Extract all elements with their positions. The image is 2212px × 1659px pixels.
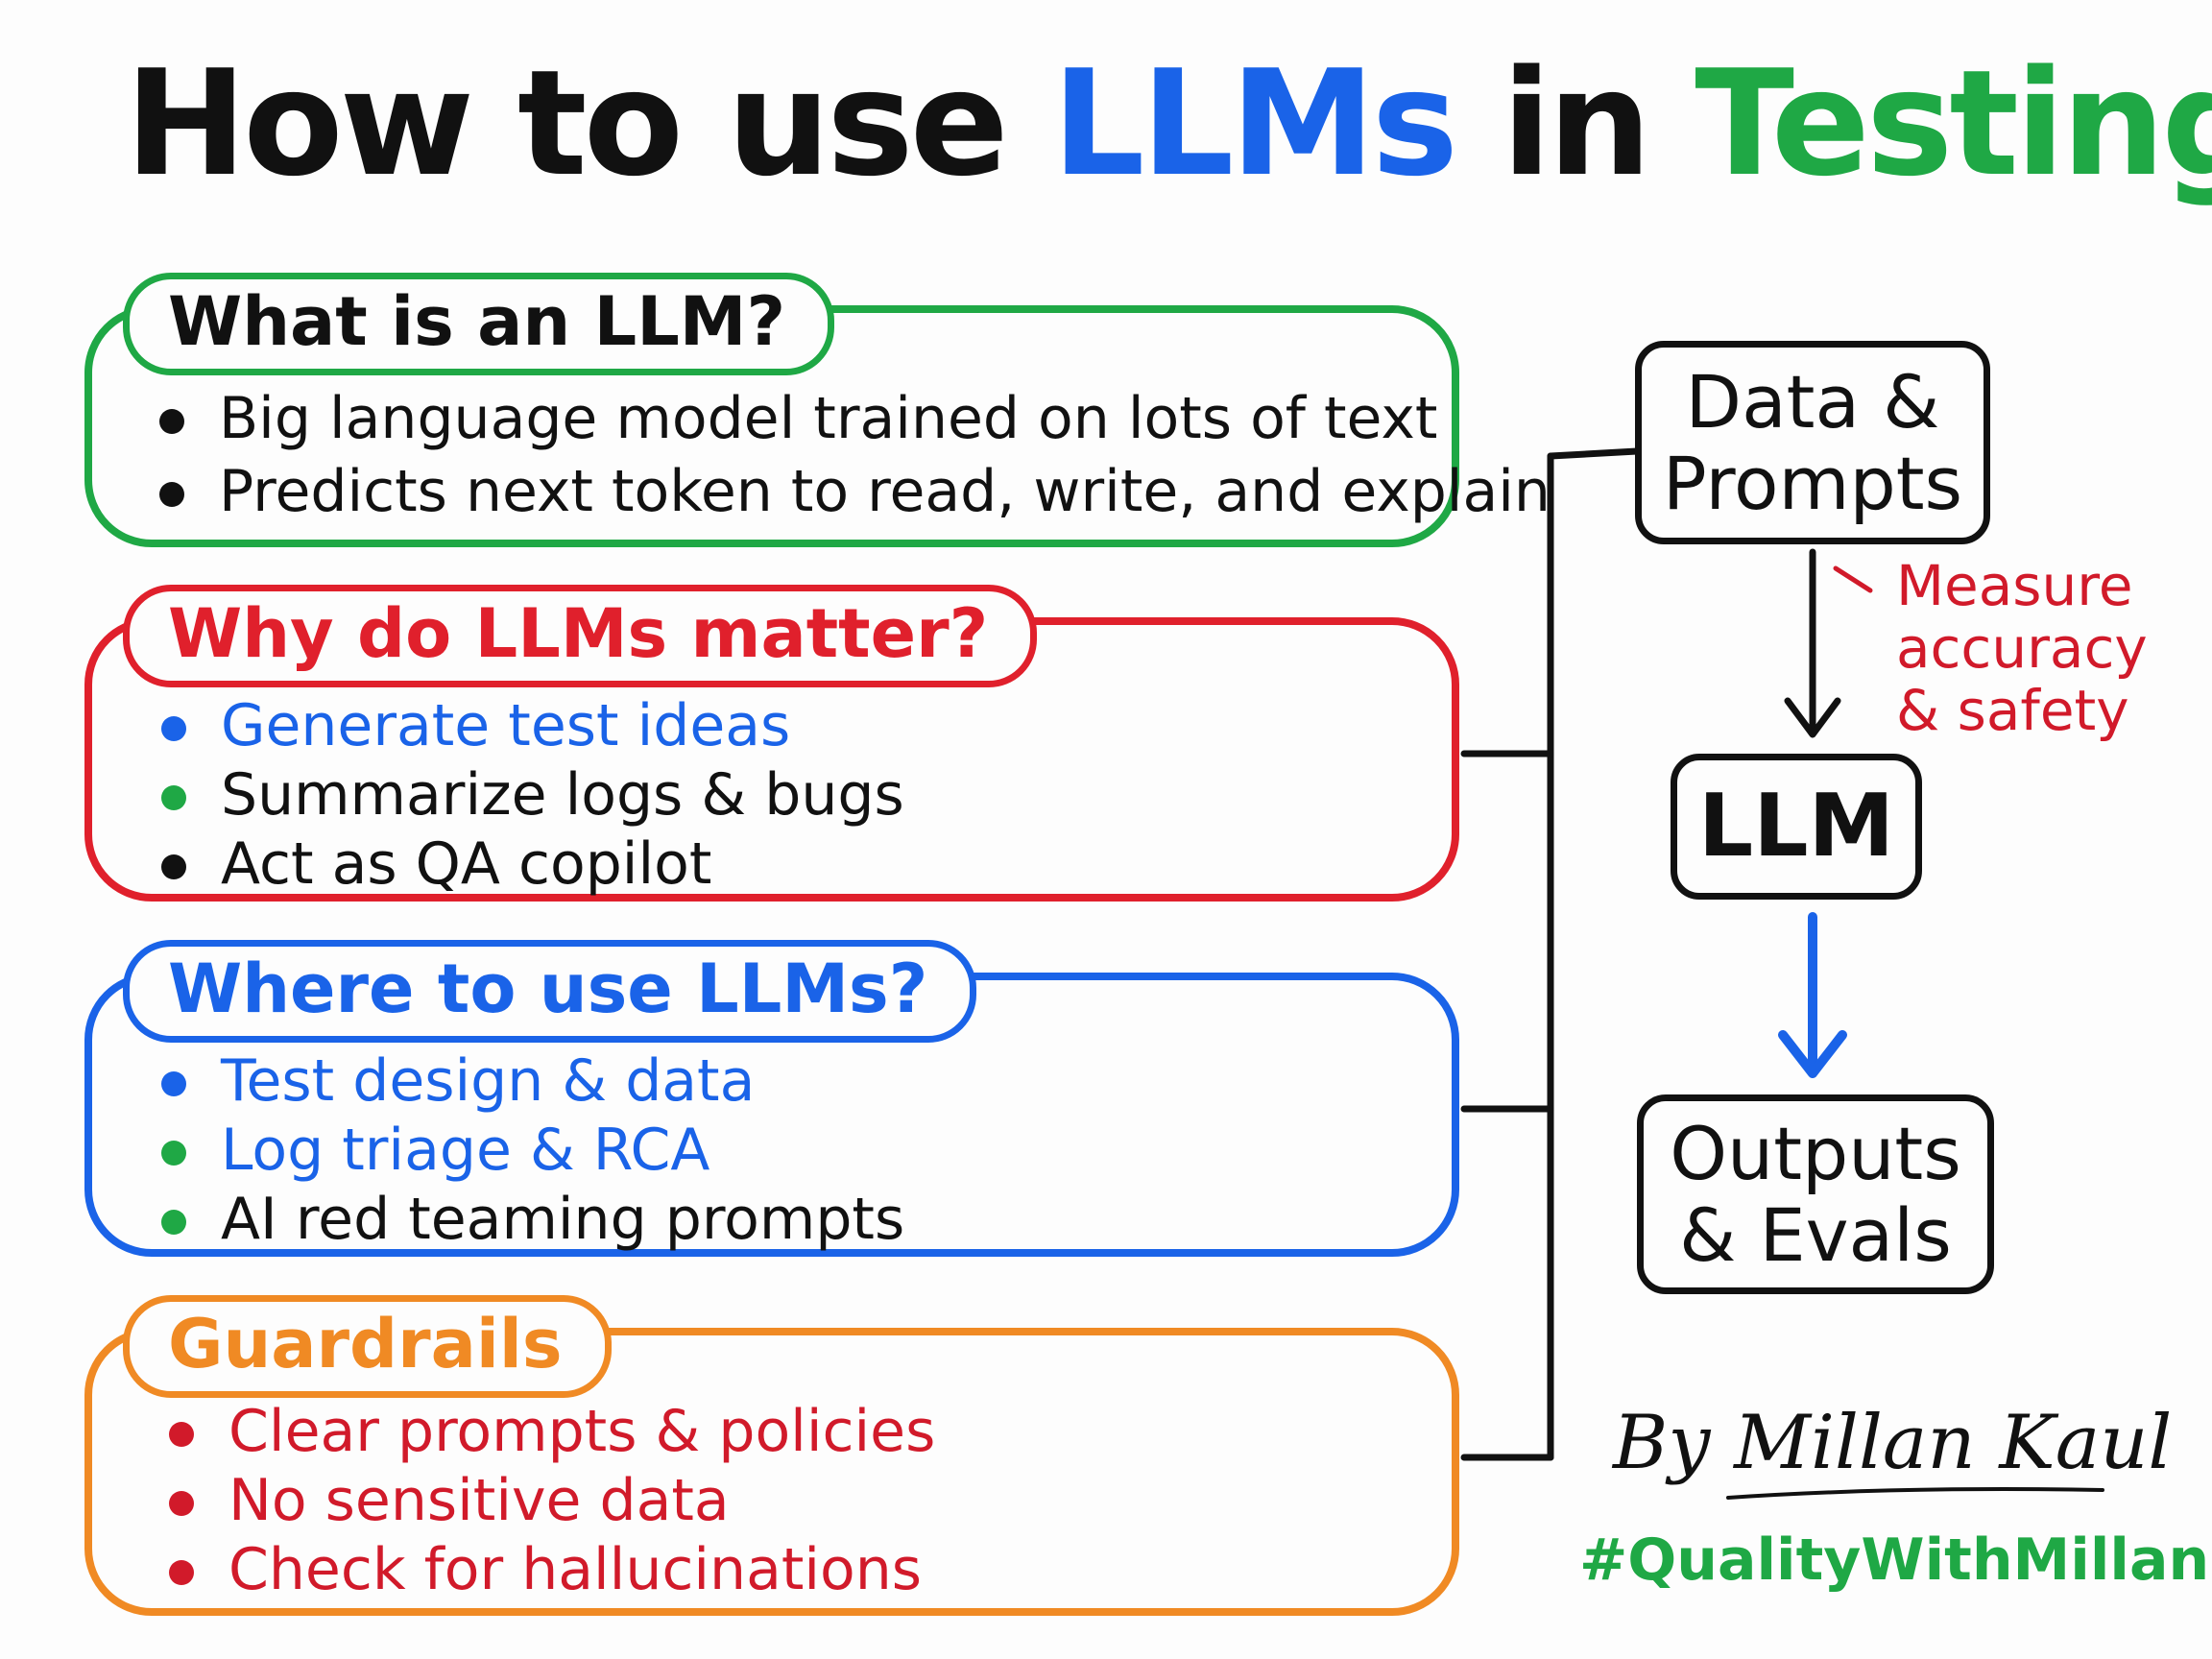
bullet-dot-icon [161, 1141, 186, 1166]
card-why-do-llms-matter: Why do LLMs matter? Generate test ideas … [84, 585, 1459, 902]
flow-box-data-prompts-line1: Data & [1685, 358, 1940, 445]
card-what-is-an-llm: What is an LLM? Big language model train… [84, 273, 1551, 547]
bullet-dot-icon [159, 482, 184, 507]
bullet-dot-icon [159, 409, 184, 434]
bullet-dot-icon [161, 854, 186, 879]
bullet-dot-icon [161, 1071, 186, 1096]
flow-box-outputs-evals-line2: & Evals [1679, 1192, 1952, 1278]
list-item-text: Big language model trained on lots of te… [219, 385, 1438, 452]
annotation-measure-accuracy-safety: Measure accuracy & safety [1896, 555, 2148, 742]
card-what-is-an-llm-list: Big language model trained on lots of te… [159, 390, 1551, 520]
bullet-dot-icon [161, 716, 186, 741]
list-item: Clear prompts & policies [169, 1403, 935, 1460]
list-item-text: Check for hallucinations [228, 1536, 923, 1603]
flow-box-outputs-evals-line1: Outputs [1670, 1110, 1961, 1196]
arrow-llm-to-outputs-head [1778, 1030, 1847, 1078]
bracket-top-connector [1547, 447, 1641, 460]
list-item-text: AI red teaming prompts [221, 1186, 905, 1253]
list-item-text: Log triage & RCA [221, 1117, 710, 1184]
flow-box-data-prompts-line2: Prompts [1662, 441, 1963, 526]
card-header-guardrails: Guardrails [123, 1295, 612, 1398]
signature-underline-stroke [1726, 1487, 2104, 1500]
title-part-how-to-use: How to use [125, 38, 1052, 208]
flow-box-llm-label: LLM [1697, 775, 1895, 877]
bullet-dot-icon [169, 1422, 194, 1447]
author-signature: By Millan Kaul [1613, 1400, 2173, 1486]
annotation-line: & safety [1896, 677, 2129, 743]
bullet-dot-icon [169, 1491, 194, 1516]
list-item: AI red teaming prompts [161, 1190, 904, 1248]
title-part-llms: LLMs [1051, 38, 1458, 208]
bullet-dot-icon [161, 785, 186, 810]
list-item: Big language model trained on lots of te… [159, 390, 1551, 447]
arrow-data-to-llm-head [1784, 697, 1841, 738]
list-item: Summarize logs & bugs [161, 766, 904, 824]
card-guardrails-list: Clear prompts & policies No sensitive da… [169, 1403, 935, 1599]
card-header-what-is-an-llm: What is an LLM? [123, 273, 835, 375]
list-item-text: Predicts next token to read, write, and … [219, 458, 1551, 525]
list-item: Generate test ideas [161, 697, 904, 755]
annotation-line: Measure [1896, 553, 2133, 618]
list-item: Check for hallucinations [169, 1541, 935, 1599]
list-item-text: Act as QA copilot [221, 830, 712, 898]
annotation-line: accuracy [1896, 614, 2148, 681]
annotation-tick-mark [1833, 565, 1873, 593]
list-item: Act as QA copilot [161, 835, 904, 893]
card-header-where-to-use-llms: Where to use LLMs? [123, 940, 977, 1043]
list-item-text: Test design & data [221, 1047, 756, 1115]
card-header-why-do-llms-matter: Why do LLMs matter? [123, 585, 1038, 687]
card-guardrails: Guardrails Clear prompts & policies No s… [84, 1295, 1459, 1616]
list-item-text: Clear prompts & policies [228, 1398, 936, 1465]
title-part-testing: Testing [1695, 38, 2212, 208]
page-title: How to use LLMs in Testing [125, 43, 2212, 204]
flow-box-outputs-evals: Outputs & Evals [1637, 1094, 1994, 1294]
card-why-do-llms-matter-list: Generate test ideas Summarize logs & bug… [161, 697, 904, 893]
bullet-dot-icon [161, 1210, 186, 1235]
list-item: Test design & data [161, 1052, 904, 1110]
list-item-text: No sensitive data [228, 1467, 730, 1534]
flow-box-llm: LLM [1671, 754, 1922, 900]
list-item: No sensitive data [169, 1472, 935, 1529]
card-where-to-use-llms: Where to use LLMs? Test design & data Lo… [84, 940, 1459, 1257]
hashtag: #QualityWithMillan [1579, 1527, 2210, 1594]
bullet-dot-icon [169, 1560, 194, 1585]
flow-box-data-prompts: Data & Prompts [1635, 341, 1990, 544]
card-where-to-use-llms-list: Test design & data Log triage & RCA AI r… [161, 1052, 904, 1248]
list-item-text: Generate test ideas [221, 692, 791, 759]
list-item-text: Summarize logs & bugs [221, 761, 904, 829]
list-item: Log triage & RCA [161, 1121, 904, 1179]
list-item: Predicts next token to read, write, and … [159, 463, 1551, 520]
title-part-in: in [1455, 38, 1695, 208]
